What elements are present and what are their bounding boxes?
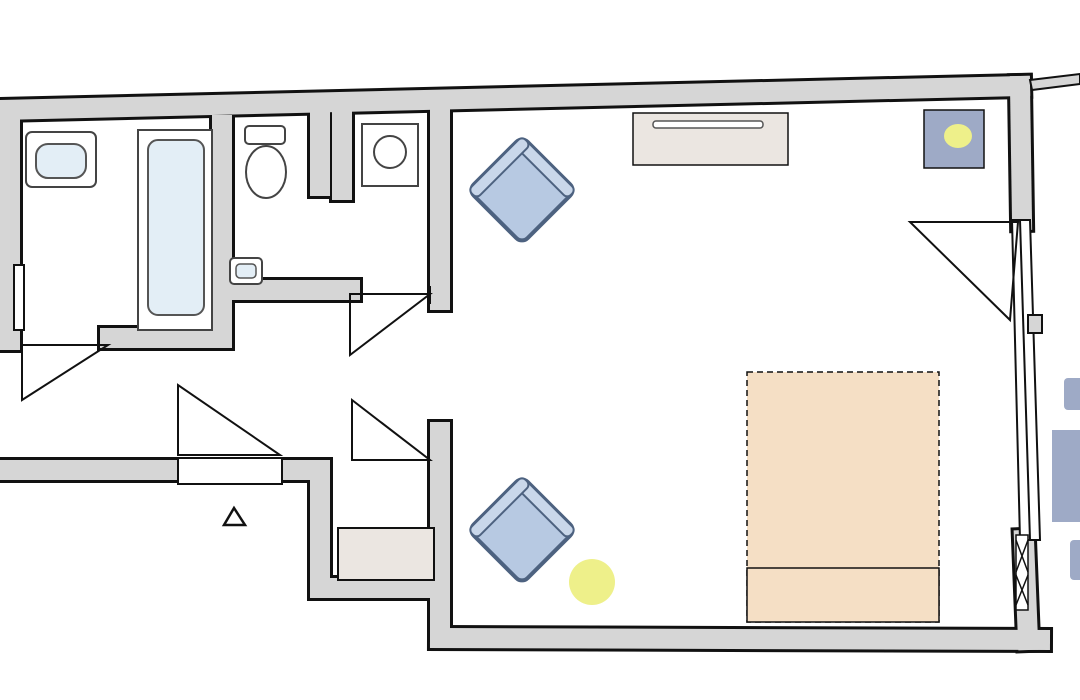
desk-icon [632, 112, 789, 166]
bed-icon [746, 371, 940, 623]
sink-icon [229, 257, 263, 285]
armchair-icon [469, 137, 575, 243]
toilet-icon [244, 125, 287, 199]
lamp-icon [569, 559, 615, 605]
lamp-icon [944, 124, 972, 148]
radiator [1015, 534, 1029, 611]
outdoor-furniture [1052, 378, 1080, 580]
shelf [13, 264, 25, 331]
armchair-icon [469, 477, 575, 583]
closet-shelf [337, 527, 435, 581]
washing-machine-icon [361, 123, 419, 187]
door-swings [21, 221, 1020, 485]
bathtub-icon [137, 129, 213, 331]
entrance-icon [221, 505, 248, 527]
window [1010, 72, 1080, 541]
sink-icon [25, 131, 97, 188]
